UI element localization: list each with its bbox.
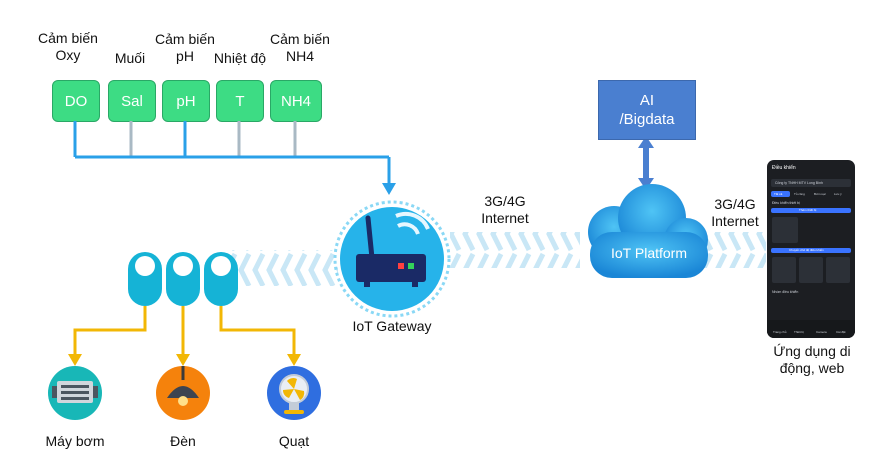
link-label-gateway-platform: 3G/4G Internet xyxy=(481,193,529,226)
mobile-app-screen: Điều khiển Công ty TNHH MTV Long Bình Tấ… xyxy=(767,160,855,338)
link-label-platform-app: 3G/4G Internet xyxy=(711,196,759,229)
sensor-caption-oxy: Cảm biến Oxy xyxy=(38,30,98,63)
pump-icon xyxy=(48,366,102,420)
sensor-ph: pH xyxy=(162,80,210,122)
app-nav-settings[interactable]: Cài đặt xyxy=(836,330,846,334)
ai-link-arrow xyxy=(638,136,654,190)
app-footer-section: Nhóm điều khiển xyxy=(772,290,799,294)
relay-2 xyxy=(166,252,200,306)
app-nav-camera[interactable]: Camera xyxy=(816,330,827,334)
sensor-caption-sal: Muối xyxy=(114,50,146,66)
lamp-icon xyxy=(156,366,210,420)
app-mode-button-label: Chuyển chế độ điều khiển xyxy=(789,248,824,252)
gateway-icon xyxy=(333,200,451,318)
app-card-large[interactable] xyxy=(772,217,798,243)
app-tab-3-label[interactable]: Bơm sục xyxy=(814,192,826,196)
app-label: Ứng dụng di động, web xyxy=(773,343,851,376)
app-tab-all[interactable] xyxy=(771,191,790,197)
flow-band-gateway-platform xyxy=(450,232,580,268)
app-nav-devices[interactable]: Thiết bị xyxy=(794,330,804,334)
sensor-caption-ph: Cảm biến pH xyxy=(155,31,215,64)
app-device-select[interactable]: Công ty TNHH MTV Long Bình xyxy=(771,179,851,187)
flow-band-relays xyxy=(228,250,338,286)
gateway-label: IoT Gateway xyxy=(352,318,432,334)
app-header: Điều khiển xyxy=(772,165,796,171)
sensor-t: T xyxy=(216,80,264,122)
sensor-sal: Sal xyxy=(108,80,156,122)
actuator-label-lamp: Đèn xyxy=(170,433,196,449)
app-tab-all-label: Tất cả xyxy=(774,192,783,196)
actuator-label-pump: Máy bơm xyxy=(45,433,105,449)
app-mode-button[interactable]: Chuyển chế độ điều khiển xyxy=(771,248,851,253)
relay-1 xyxy=(128,252,162,306)
relay-group xyxy=(128,252,238,306)
sensor-caption-temp: Nhiệt độ xyxy=(213,50,267,66)
app-nav-home[interactable]: Trang chủ xyxy=(773,330,787,334)
app-device-select-text: Công ty TNHH MTV Long Bình xyxy=(775,181,823,185)
app-tabs: Tất cả Tủ công Bơm sục Lưu ý xyxy=(771,191,851,197)
relay-3 xyxy=(204,252,238,306)
app-card-1[interactable] xyxy=(772,257,796,283)
app-add-button[interactable]: Thêm thiết bị xyxy=(771,208,851,213)
actuator-label-fan: Quạt xyxy=(278,433,310,449)
ai-bigdata-label: AI /Bigdata xyxy=(619,92,675,128)
app-tab-2-label[interactable]: Tủ công xyxy=(794,192,805,196)
sensor-bus xyxy=(73,121,396,195)
sensor-caption-nh4: Cảm biến NH4 xyxy=(270,31,330,64)
platform-label: IoT Platform xyxy=(611,245,687,261)
app-add-button-label: Thêm thiết bị xyxy=(799,208,817,212)
app-bottom-nav: Trang chủ Thiết bị Camera Cài đặt xyxy=(767,320,855,338)
cloud-icon xyxy=(588,184,708,278)
app-section-title: Điều khiển thiết bị xyxy=(772,201,800,205)
app-tab-4-label[interactable]: Lưu ý xyxy=(834,192,842,196)
app-card-2[interactable] xyxy=(799,257,823,283)
fan-icon xyxy=(267,366,321,420)
ai-bigdata-box: AI /Bigdata xyxy=(598,80,696,140)
app-card-3[interactable] xyxy=(826,257,850,283)
sensor-do: DO xyxy=(52,80,100,122)
flow-band-platform-app xyxy=(702,232,766,268)
actuator-lines xyxy=(73,306,296,356)
